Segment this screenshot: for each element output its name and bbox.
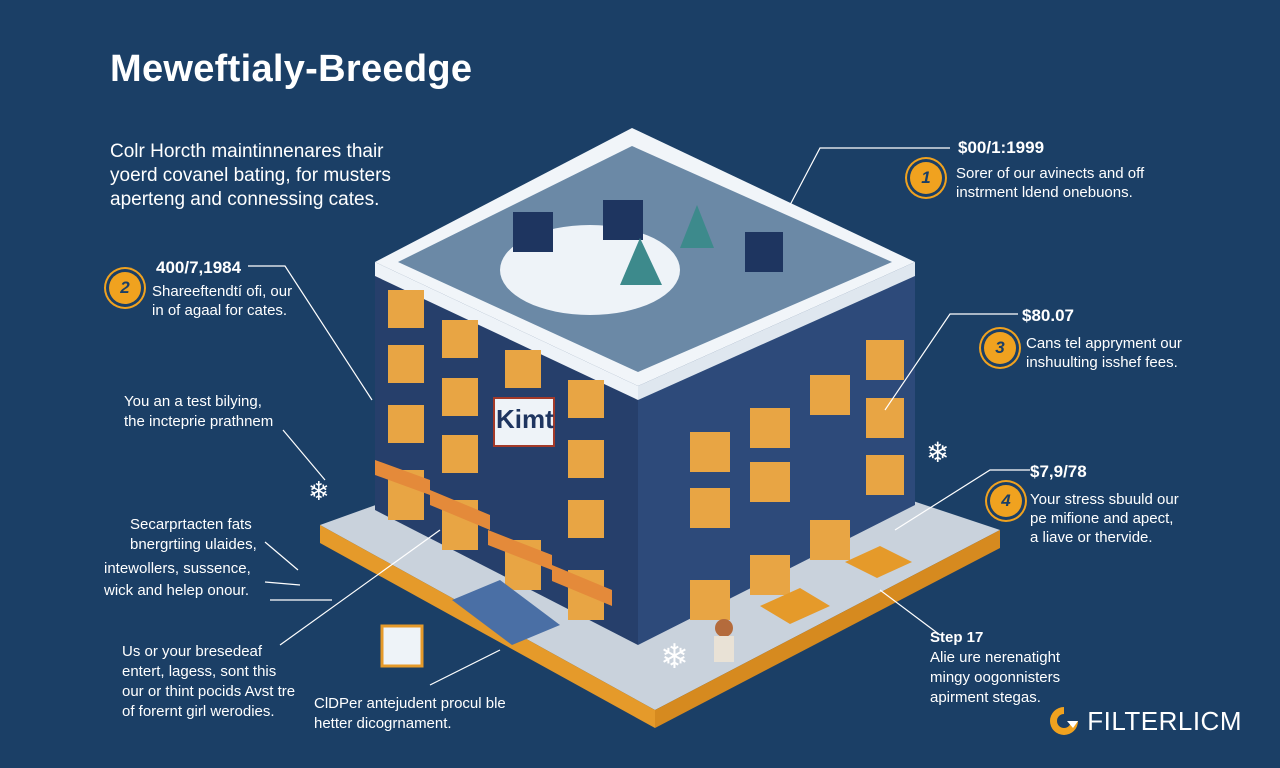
logo-mark-icon [1050,707,1079,735]
brand-logo: FILTERLICM [1047,704,1242,738]
step-4-badge: 4 [990,485,1022,517]
box-icon [380,624,424,668]
snowflake-icon: ❄ [660,637,689,677]
left-note-2: Secarprtacten fats bnergrtiing ulaides, … [104,516,257,599]
step-2-description: Shareeftendtí ofi, our in of agaal for c… [152,283,293,319]
step-17-note: Step 17 Alie ure nerenatight mingy oogon… [930,629,1061,706]
step-3-amount: $80.07 [1022,306,1074,325]
step-1-description: Sorer of our avinects and off instrment … [956,165,1145,201]
step-3-description: Cans tel appryment our inshuulting isshe… [1026,335,1182,371]
step-1-amount: $00/1:1999 [958,138,1045,157]
step-17-heading: Step 17 [930,629,984,646]
step-4-description: Your stress sbuuld our pe mifione and ap… [1030,491,1179,546]
building-sign: Kimt [496,404,554,434]
step-1-badge: 1 [910,162,942,194]
entrance-stairs [452,580,560,645]
page-title: Meweftiаly-Breedge [110,48,473,90]
roof-tree-icon [680,205,714,248]
left-note-3: Us or your bresedeaf entert, lagess, son… [122,643,296,720]
left-note-1: You an a test bilying, the incteprie pra… [124,393,274,430]
step-4-amount: $7,9/78 [1030,462,1087,481]
snowflake-icon: ❄ [926,436,949,469]
awning [375,460,430,495]
step-2-amount: 400/7,1984 [156,258,242,277]
snowflake-icon: ❄ [308,477,330,507]
intro-text: Colr Horcth maintinnenares thair yoerd c… [110,141,391,210]
bottom-note: ClDPer antejudent procul ble hetter dico… [314,695,506,732]
step-2-badge: 2 [109,272,141,304]
step-3-badge: 3 [984,332,1016,364]
person-figure [715,619,733,637]
logo-text: FILTERLICM [1087,705,1242,736]
